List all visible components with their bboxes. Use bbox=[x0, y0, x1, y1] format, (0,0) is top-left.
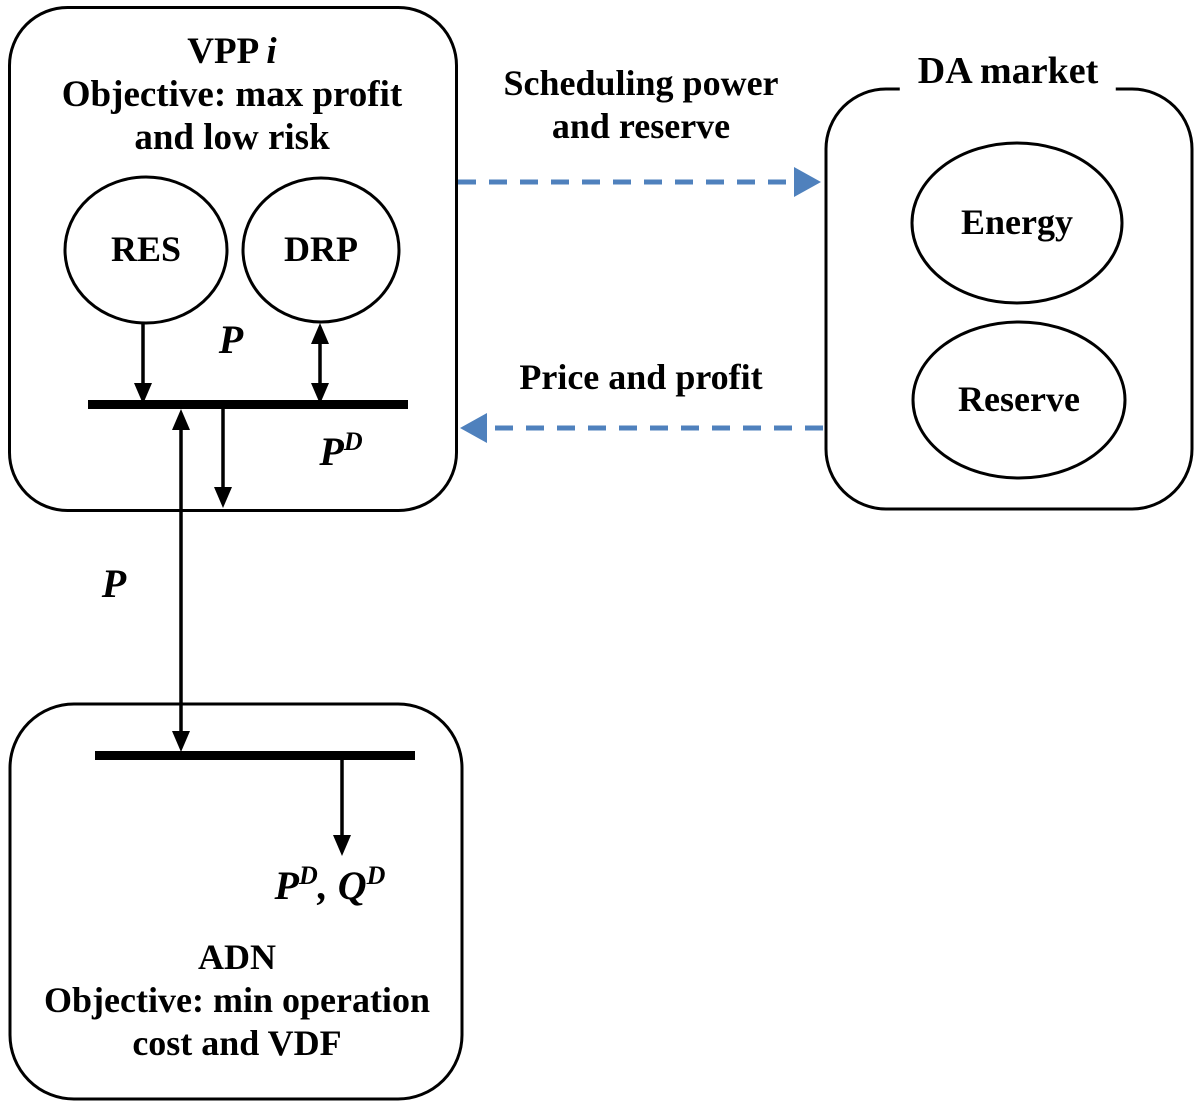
p-generation-label: P bbox=[218, 317, 244, 362]
da-market-box-outline bbox=[824, 87, 1194, 511]
vpp-title: VPP bbox=[187, 31, 258, 72]
exchange-arrowhead-up bbox=[172, 409, 190, 430]
drp-arrowhead-down bbox=[311, 383, 329, 404]
exchange-arrowhead-down bbox=[172, 731, 190, 752]
adn-objective-line1: Objective: min operation bbox=[44, 980, 430, 1020]
adn-load-arrowhead bbox=[333, 835, 351, 856]
adn-box-outline bbox=[8, 702, 464, 1101]
dashed-arrow-heads bbox=[460, 167, 821, 443]
da-market-title: DA market bbox=[899, 50, 1117, 93]
pdqd-p-base: P bbox=[274, 863, 299, 908]
p-exchange-label: P bbox=[101, 561, 127, 606]
pdqd-p-sup: D bbox=[298, 861, 318, 890]
drp-label: DRP bbox=[284, 229, 358, 269]
pd-sup: D bbox=[343, 427, 363, 456]
energy-ellipse bbox=[910, 141, 1124, 305]
scheduling-caption-line2: and reserve bbox=[551, 106, 731, 146]
vpp-title-block: VPP i Objective: max profit and low risk bbox=[62, 30, 402, 159]
vpp-load-arrowhead bbox=[214, 487, 232, 508]
vpp-title-index: i bbox=[266, 31, 277, 72]
vpp-objective-line1: Objective: max profit bbox=[61, 74, 403, 115]
pd-demand-label: PD bbox=[319, 427, 362, 477]
scheduling-caption: Scheduling power and reserve bbox=[503, 62, 778, 148]
reserve-label: Reserve bbox=[958, 379, 1080, 419]
black-arrow-lines bbox=[141, 322, 344, 838]
adn-bus-bar bbox=[95, 751, 415, 760]
pd-base: P bbox=[319, 429, 344, 474]
vpp-bus-bar bbox=[88, 400, 408, 409]
vpp-title-line: VPP i bbox=[62, 30, 402, 73]
res-label: RES bbox=[110, 229, 182, 269]
vpp-objective-line2: and low risk bbox=[134, 117, 330, 158]
price-arrowhead-left bbox=[460, 413, 487, 443]
pdqd-separator: , bbox=[317, 863, 338, 908]
drp-arrowhead-up bbox=[311, 323, 329, 344]
price-caption: Price and profit bbox=[519, 357, 763, 397]
black-solid-shapes bbox=[88, 323, 415, 856]
adn-title: ADN bbox=[198, 937, 276, 977]
adn-objective-line2: cost and VDF bbox=[132, 1023, 342, 1063]
scheduling-arrowhead-right bbox=[794, 167, 821, 197]
res-ellipse bbox=[63, 175, 229, 325]
pdqd-load-label: PD, QD bbox=[274, 861, 386, 911]
vpp-box-outline bbox=[8, 6, 458, 512]
energy-label: Energy bbox=[961, 202, 1073, 242]
reserve-ellipse bbox=[911, 320, 1127, 480]
pdqd-q-sup: D bbox=[366, 861, 386, 890]
res-arrowhead-down bbox=[134, 383, 152, 404]
pdqd-q-base: Q bbox=[337, 863, 367, 908]
drp-ellipse bbox=[241, 176, 401, 324]
scheduling-caption-line1: Scheduling power bbox=[503, 63, 779, 103]
dashed-arrow-lines bbox=[458, 179, 823, 431]
adn-title-block: ADN Objective: min operation cost and VD… bbox=[44, 936, 430, 1065]
